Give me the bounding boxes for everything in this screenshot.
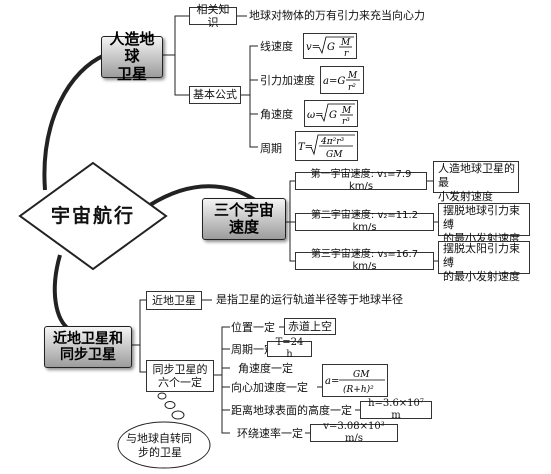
sync-centripetal-lhs: a=	[325, 376, 339, 387]
basic-formulas-box: 基本公式	[189, 86, 241, 104]
sync-period-label: 周期一定	[231, 343, 275, 356]
sync-height-label: 距离地球表面的高度一定	[231, 404, 352, 417]
first-cosmic-speed-label: 第一宇宙速度: v₁=7.9 km/s	[310, 169, 412, 192]
first-cosmic-speed: 第一宇宙速度: v₁=7.9 km/s	[295, 169, 427, 192]
formula-label-gravity-acceleration: 引力加速度	[260, 74, 315, 87]
second-cosmic-speed-label: 第二宇宙速度: v₂=11.2 km/s	[310, 210, 419, 233]
third-cosmic-desc-line1: 摆脱太阳引力束缚	[443, 242, 520, 269]
sync-speed-value-text: v=3.08×10³ m/s	[323, 421, 385, 444]
cloud-text-line1: 与地球自转同	[126, 432, 192, 445]
near-earth-label: 近地卫星	[152, 293, 196, 307]
svg-text:T=: T=	[298, 142, 313, 153]
svg-text:M: M	[341, 106, 352, 116]
near-earth-box: 近地卫星	[146, 291, 202, 310]
svg-text:M: M	[340, 38, 351, 48]
first-cosmic-desc-line1: 人造地球卫星的最	[438, 162, 515, 189]
sync-position-value-text: 赤道上空	[288, 319, 332, 333]
svg-text:G: G	[327, 42, 335, 53]
svg-text:M: M	[347, 71, 358, 81]
satellite-title-line2: 卫星	[116, 64, 147, 83]
satellite-title-line1: 人造地球	[109, 30, 155, 66]
formula-angular-velocity: ω= G M r³	[304, 100, 358, 127]
third-cosmic-desc: 摆脱太阳引力束缚 的最小发射速度	[438, 241, 530, 283]
svg-text:G: G	[329, 110, 337, 121]
second-cosmic-speed: 第二宇宙速度: v₂=11.2 km/s	[295, 210, 434, 233]
svg-text:ω=: ω=	[307, 110, 324, 121]
svg-text:v=: v=	[306, 42, 320, 53]
related-knowledge-label: 相关知识	[196, 2, 230, 29]
sync-angular-label: 角速度一定	[238, 362, 293, 375]
formula-angular-velocity-graphic: ω= G M r³	[307, 103, 355, 127]
second-cosmic-desc-line1: 摆脱地球引力束缚	[443, 204, 520, 231]
sync-centripetal-value: a= GM (R+h)²	[322, 364, 388, 397]
near-sync-title-line1: 近地卫星和	[53, 330, 123, 347]
svg-text:4π²r³: 4π²r³	[320, 137, 345, 147]
formula-period: T= 4π²r³ GM	[295, 131, 358, 161]
sync-position-value: 赤道上空	[284, 318, 336, 335]
sync-period-value: T=24 h	[267, 337, 312, 360]
center-title: 宇宙航行	[50, 205, 135, 227]
related-knowledge-desc: 地球对物体的万有引力来充当向心力	[249, 9, 425, 22]
cosmic-title-line2: 速度	[228, 218, 259, 236]
svg-text:GM: GM	[326, 150, 343, 160]
sync-satellite-line2: 六个一定	[158, 376, 202, 389]
sync-satellite-box: 同步卫星的 六个一定	[146, 360, 214, 392]
related-knowledge-box: 相关知识	[189, 3, 237, 29]
near-sync-title-box: 近地卫星和 同步卫星	[44, 326, 132, 368]
near-sync-title-line2: 同步卫星	[60, 347, 116, 363]
sync-centripetal-label: 向心加速度一定	[231, 381, 308, 394]
svg-text:r²: r²	[348, 83, 356, 93]
cloud-text-line2: 步的卫星	[138, 446, 182, 459]
svg-text:r³: r³	[342, 117, 350, 126]
formula-period-graphic: T= 4π²r³ GM	[298, 134, 355, 160]
svg-text:r: r	[344, 49, 349, 58]
near-earth-desc: 是指卫星的运行轨道半径等于地球半径	[216, 293, 403, 306]
sync-speed-label: 环绕速率一定	[237, 427, 303, 440]
sync-position-label: 位置一定	[231, 321, 275, 334]
sync-speed-value: v=3.08×10³ m/s	[310, 421, 398, 444]
formula-linear-velocity-graphic: v= G M r	[306, 36, 354, 59]
second-cosmic-desc: 摆脱地球引力束缚 的最小发射速度	[438, 203, 530, 245]
sync-centripetal-num: GM	[353, 370, 370, 380]
formula-linear-velocity: v= G M r	[303, 33, 357, 59]
sync-satellite-line1: 同步卫星的	[152, 362, 208, 376]
sync-centripetal-graphic: a= GM (R+h)²	[325, 370, 385, 395]
first-cosmic-desc-line2: 小发射速度	[438, 189, 493, 203]
first-cosmic-desc: 人造地球卫星的最 小发射速度	[433, 161, 519, 203]
satellite-title-box: 人造地球 卫星	[101, 31, 163, 82]
cosmic-title-box: 三个宇宙 速度	[202, 198, 286, 240]
sync-height-value: h=3.6×10⁷ m	[360, 398, 432, 421]
sync-height-value-text: h=3.6×10⁷ m	[368, 398, 424, 421]
sync-centripetal-den: (R+h)²	[343, 384, 374, 395]
sync-period-value-text: T=24 h	[275, 337, 304, 360]
formula-label-period: 周期	[260, 142, 282, 155]
formula-gravity-acceleration: a=G M r²	[320, 66, 364, 94]
cosmic-title-line1: 三个宇宙	[213, 200, 274, 219]
center-diamond	[18, 161, 168, 271]
formula-label-angular-velocity: 角速度	[260, 108, 293, 121]
formula-label-linear-velocity: 线速度	[260, 40, 293, 53]
basic-formulas-label: 基本公式	[193, 88, 237, 102]
third-cosmic-speed-label: 第三宇宙速度: v₃=16.7 km/s	[310, 249, 419, 272]
third-cosmic-desc-line2: 的最小发射速度	[443, 269, 520, 283]
third-cosmic-speed: 第三宇宙速度: v₃=16.7 km/s	[295, 249, 434, 272]
svg-text:a=G: a=G	[323, 76, 345, 87]
formula-gravity-acceleration-graphic: a=G M r²	[323, 71, 360, 93]
